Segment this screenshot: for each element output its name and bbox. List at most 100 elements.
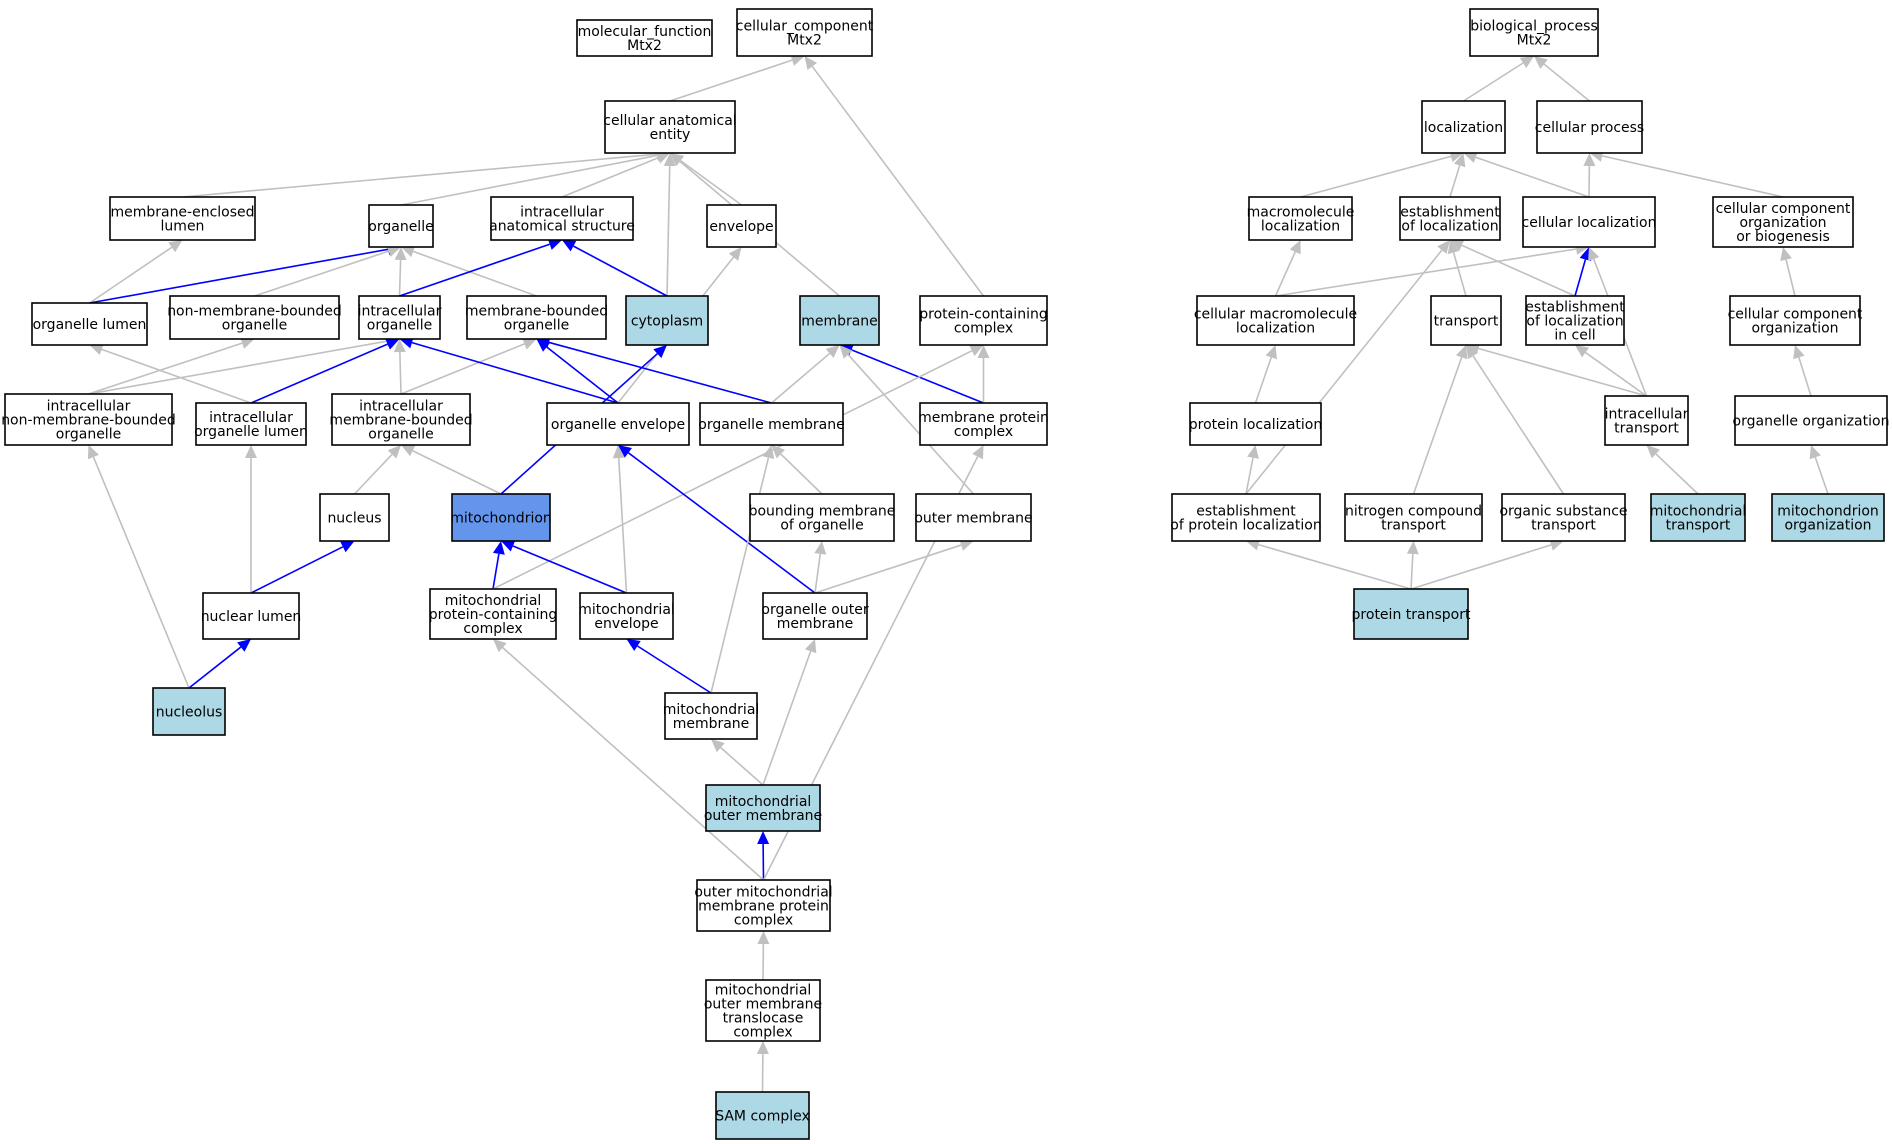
node-box xyxy=(625,295,709,346)
node-box xyxy=(696,879,831,932)
node-omem[interactable]: organelle membrane xyxy=(698,402,845,446)
node-box xyxy=(919,295,1048,346)
edge-oom-to-bmo xyxy=(814,541,827,594)
edge-line xyxy=(1814,457,1829,495)
node-trans[interactable]: transport xyxy=(1430,295,1502,346)
edge-line xyxy=(89,248,389,304)
edge-arrowhead xyxy=(562,240,577,252)
edge-line xyxy=(1655,453,1699,495)
node-cl[interactable]: cellular localization xyxy=(1522,196,1657,248)
node-nuc[interactable]: nucleus xyxy=(319,493,390,542)
edge-mpc-to-pcc xyxy=(977,345,990,403)
node-label-line: membrane protein xyxy=(918,410,1049,426)
node-label-line: cellular anatomical xyxy=(603,113,736,129)
node-oenv[interactable]: organelle envelope xyxy=(546,402,690,446)
edge-line xyxy=(814,544,962,594)
node-label-line: organelle xyxy=(222,318,287,334)
node-label-line: of organelle xyxy=(780,518,863,534)
node-orgl[interactable]: organelle lumen xyxy=(31,302,148,346)
edge-line xyxy=(411,341,619,404)
node-label-line: biological_process xyxy=(1470,19,1598,35)
node-label-line: mitochondrial xyxy=(715,794,812,810)
edge-arrowhead xyxy=(387,445,401,459)
edge-line xyxy=(680,159,742,206)
node-nucl[interactable]: nucleolus xyxy=(152,687,226,736)
node-label-line: envelope xyxy=(594,616,658,632)
node-loc[interactable]: localization xyxy=(1421,100,1506,154)
edge-oenv-to-mbo xyxy=(536,339,619,404)
node-outm[interactable]: outer membrane xyxy=(914,493,1033,542)
node-label-line: localization xyxy=(1424,120,1503,136)
node-oo[interactable]: organelle organization xyxy=(1733,395,1890,446)
node-ploc[interactable]: protein localization xyxy=(1189,402,1322,446)
node-mem[interactable]: membrane xyxy=(799,295,880,346)
edge-bmo-to-omem xyxy=(771,445,823,495)
node-box xyxy=(1729,295,1861,346)
edge-oenv-to-io xyxy=(399,336,619,404)
edge-line xyxy=(1410,544,1552,590)
edge-arrowhead xyxy=(1447,240,1460,255)
node-cp[interactable]: cellular process xyxy=(1535,100,1644,154)
edge-nl-to-iol xyxy=(245,445,257,593)
node-nl[interactable]: nuclear lumen xyxy=(201,592,302,640)
edge-line xyxy=(399,351,402,395)
edge-mito-to-imbo xyxy=(401,445,502,495)
node-box xyxy=(331,393,471,446)
edge-arrowhead xyxy=(1265,345,1277,360)
node-sam[interactable]: SAM complex xyxy=(715,1091,810,1140)
node-box xyxy=(152,687,226,736)
edge-arrowhead xyxy=(1793,345,1805,360)
node-inmbo[interactable]: intracellularnon-membrane-boundedorganel… xyxy=(1,393,176,446)
edge-arrowhead xyxy=(1534,56,1548,69)
node-mito[interactable]: mitochondrion xyxy=(450,493,552,542)
edge-line xyxy=(1475,156,1590,198)
node-cyto[interactable]: cytoplasm xyxy=(625,295,709,346)
node-label-line: intracellular xyxy=(358,304,442,320)
edge-line xyxy=(1449,165,1461,198)
node-box xyxy=(1189,402,1322,446)
edge-omem-to-mem xyxy=(770,345,840,404)
node-pt[interactable]: protein transport xyxy=(1352,588,1471,640)
node-label-line: transport xyxy=(1614,421,1679,437)
edge-arrowhead xyxy=(1466,345,1479,360)
node-label-line: transport xyxy=(1531,518,1596,534)
node-org[interactable]: organelle xyxy=(368,204,434,248)
edge-it-to-eolc xyxy=(1575,345,1647,397)
node-label-line: organic substance xyxy=(1499,504,1627,520)
node-label-line: translocase xyxy=(723,1011,804,1027)
node-env[interactable]: envelope xyxy=(706,204,777,248)
